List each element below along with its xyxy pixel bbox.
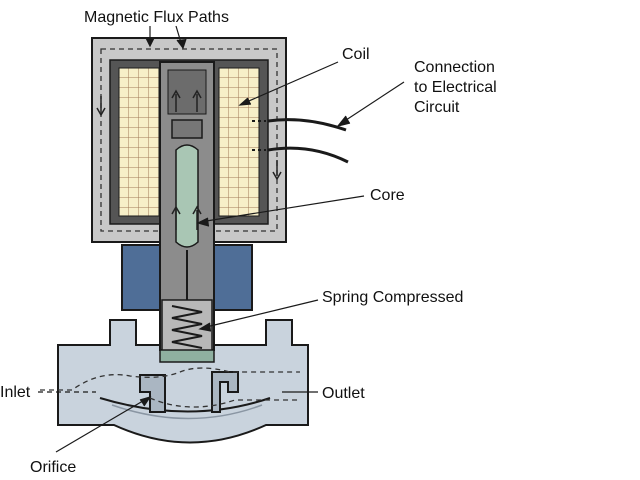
label-spring-compressed: Spring Compressed xyxy=(322,289,463,306)
label-orifice: Orifice xyxy=(30,459,76,476)
core-assembly xyxy=(159,61,215,363)
coil-winding-left xyxy=(118,67,160,217)
leader-core xyxy=(199,195,365,223)
label-magnetic-flux-paths: Magnetic Flux Paths xyxy=(84,9,229,26)
wire-upper xyxy=(267,118,347,132)
outlet-hook xyxy=(211,371,239,413)
valve-seat-disc xyxy=(159,349,215,363)
flux-arrows xyxy=(96,89,282,230)
label-coil: Coil xyxy=(342,46,370,63)
leader-lines xyxy=(38,25,405,453)
label-connection-line2: to Electrical xyxy=(414,79,497,96)
valve-body-shape xyxy=(57,319,309,444)
label-inlet: Inlet xyxy=(0,384,31,401)
spring xyxy=(171,305,203,349)
valve-body xyxy=(40,319,309,444)
labels: Magnetic Flux Paths Coil Connection to E… xyxy=(0,9,497,476)
wire-lower xyxy=(267,146,349,164)
orifice-wall-left xyxy=(139,374,166,413)
leader-coil xyxy=(241,61,339,105)
label-connection-line1: Connection xyxy=(414,59,495,76)
leader-orifice xyxy=(55,397,149,453)
core xyxy=(175,144,199,248)
label-core: Core xyxy=(370,187,405,204)
leader-connection xyxy=(339,81,405,125)
label-outlet: Outlet xyxy=(322,385,365,402)
stop-plug xyxy=(171,119,203,139)
electrical-wires xyxy=(252,118,349,164)
flow-path-upper xyxy=(40,367,300,391)
chamber-floor-inner xyxy=(111,404,263,420)
leader-spring xyxy=(201,299,319,329)
coil-winding-right xyxy=(218,67,260,217)
chamber-floor xyxy=(99,397,271,413)
label-connection-line3: Circuit xyxy=(414,99,460,116)
flow-path-lower xyxy=(149,397,300,408)
stop-top xyxy=(167,69,207,115)
